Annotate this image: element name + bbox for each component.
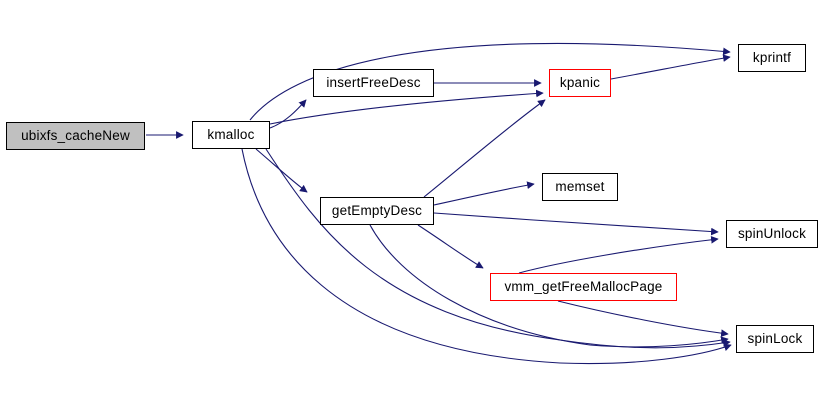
node-label: ubixfs_cacheNew — [21, 127, 130, 143]
edge-vmm_getFreeMallocPage-to-spinLock — [557, 300, 729, 337]
edge-getEmptyDesc-to-memset — [433, 181, 535, 206]
node-vmm-getFreeMallocPage[interactable]: vmm_getFreeMallocPage — [490, 273, 677, 301]
node-label: getEmptyDesc — [331, 202, 423, 218]
edge-kmalloc-to-spinUnlock — [265, 148, 731, 349]
edge-kmalloc-to-spinLock — [241, 148, 732, 365]
edge-getEmptyDesc-to-spinUnlock — [433, 212, 719, 236]
node-label: kmalloc — [207, 126, 255, 142]
node-label: kpanic — [559, 74, 601, 90]
edge-getEmptyDesc-to-spinLock — [369, 224, 729, 348]
node-kprintf[interactable]: kprintf — [738, 44, 806, 72]
edge-kmalloc-to-kprintf — [249, 42, 731, 121]
node-label: insertFreeDesc — [326, 74, 421, 90]
node-label: spinUnlock — [737, 225, 807, 241]
node-label: kprintf — [752, 49, 792, 65]
node-kpanic[interactable]: kpanic — [549, 69, 611, 97]
edge-getEmptyDesc-to-vmm_getFreeMallocPage — [417, 224, 484, 269]
node-label: spinLock — [747, 330, 803, 346]
node-spinUnlock[interactable]: spinUnlock — [726, 220, 818, 248]
edge-vmm_getFreeMallocPage-to-spinUnlock — [518, 235, 719, 274]
node-insertFreeDesc[interactable]: insertFreeDesc — [313, 69, 434, 97]
node-kmalloc[interactable]: kmalloc — [192, 121, 270, 149]
node-ubixfs-cacheNew[interactable]: ubixfs_cacheNew — [6, 122, 145, 150]
edge-kmalloc-to-insertFreeDesc — [269, 99, 307, 129]
edge-kmalloc-to-getEmptyDesc — [255, 148, 308, 193]
edge-group — [146, 42, 732, 365]
edge-getEmptyDesc-to-kpanic — [423, 99, 546, 198]
edge-kpanic-to-kprintf — [610, 54, 731, 80]
node-getEmptyDesc[interactable]: getEmptyDesc — [320, 197, 434, 225]
node-memset[interactable]: memset — [542, 173, 618, 201]
node-label: vmm_getFreeMallocPage — [504, 278, 663, 294]
node-spinLock[interactable]: spinLock — [736, 325, 814, 353]
node-label: memset — [555, 178, 605, 194]
edge-kmalloc-to-kpanic — [269, 89, 544, 125]
